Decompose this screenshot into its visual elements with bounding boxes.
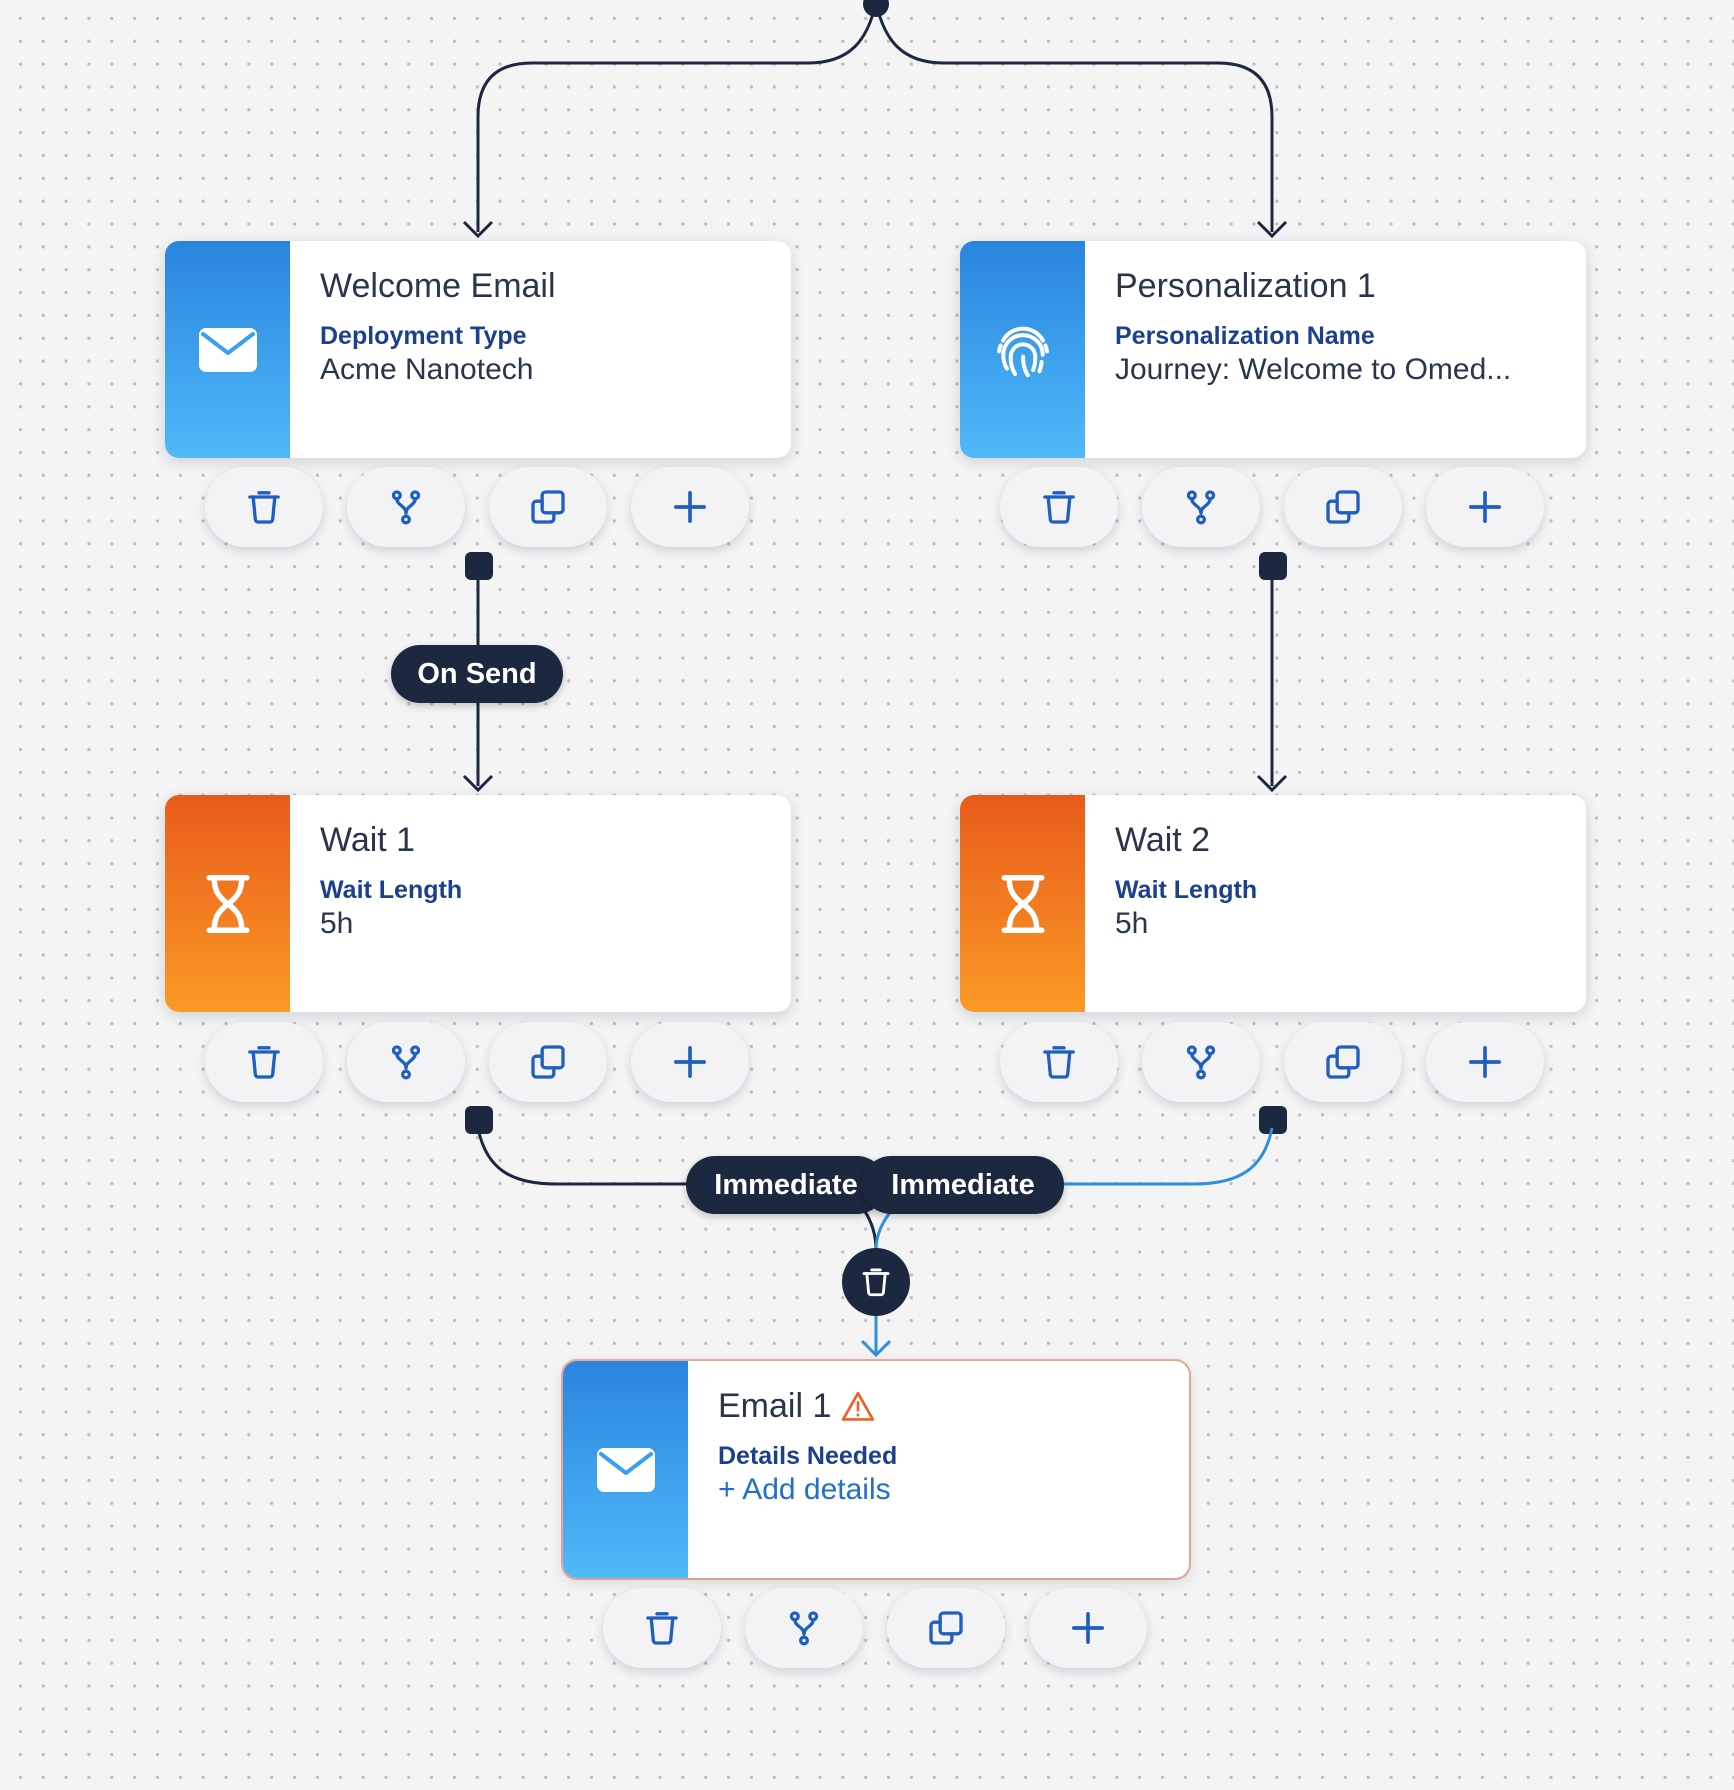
add-node-button[interactable]	[631, 1022, 749, 1102]
node-actions	[1000, 467, 1544, 547]
node-wait-1[interactable]: Wait 1 Wait Length 5h	[165, 795, 791, 1012]
delete-node-button[interactable]	[205, 467, 323, 547]
node-title: Wait 1	[320, 821, 416, 859]
delete-node-button[interactable]	[1000, 1022, 1118, 1102]
copy-icon	[929, 1611, 963, 1645]
copy-icon	[1326, 490, 1360, 524]
node-welcome-email[interactable]: Welcome Email Deployment Type Acme Nanot…	[165, 241, 791, 458]
node-type-strip	[960, 241, 1085, 458]
node-actions	[1000, 1022, 1544, 1102]
node-actions	[205, 467, 749, 547]
branch-icon	[789, 1611, 819, 1646]
node-field-label: Wait Length	[320, 876, 463, 904]
envelope-icon	[596, 1447, 655, 1492]
duplicate-node-button[interactable]	[1284, 467, 1402, 547]
node-field-label: Deployment Type	[320, 322, 527, 350]
plus-icon	[674, 1046, 706, 1078]
edge-label-immediate-left[interactable]: Immediate	[686, 1156, 886, 1214]
trash-icon	[1043, 1046, 1075, 1079]
plus-icon	[1469, 1046, 1501, 1078]
node-field-label: Personalization Name	[1115, 322, 1375, 350]
node-field-value: Acme Nanotech	[320, 353, 534, 386]
node-type-strip	[563, 1361, 688, 1578]
delete-node-button[interactable]	[1000, 467, 1118, 547]
plus-icon	[1072, 1612, 1104, 1644]
copy-icon	[531, 1045, 565, 1079]
node-title: Welcome Email	[320, 267, 556, 305]
duplicate-node-button[interactable]	[1284, 1022, 1402, 1102]
node-personalization-1[interactable]: Personalization 1 Personalization Name J…	[960, 241, 1586, 458]
branch-node-button[interactable]	[1142, 467, 1260, 547]
add-node-button[interactable]	[631, 467, 749, 547]
node-field-value: 5h	[320, 907, 354, 940]
trash-icon	[862, 1268, 890, 1297]
trash-icon	[248, 491, 280, 524]
plus-icon	[674, 491, 706, 523]
duplicate-node-button[interactable]	[489, 1022, 607, 1102]
delete-node-button[interactable]	[603, 1588, 721, 1668]
delete-connection-button[interactable]	[842, 1248, 910, 1316]
trash-icon	[646, 1612, 678, 1645]
node-field-value: 5h	[1115, 907, 1149, 940]
duplicate-node-button[interactable]	[489, 467, 607, 547]
duplicate-node-button[interactable]	[887, 1588, 1005, 1668]
add-node-button[interactable]	[1426, 1022, 1544, 1102]
add-details-link[interactable]: + Add details	[718, 1473, 891, 1506]
envelope-icon	[198, 327, 257, 372]
node-email-1[interactable]: Email 1 Details Needed + Add details	[563, 1361, 1189, 1578]
branch-node-button[interactable]	[347, 1022, 465, 1102]
node-title: Email 1	[718, 1387, 832, 1425]
hourglass-icon	[206, 874, 249, 933]
edge-label-on-send[interactable]: On Send	[391, 645, 563, 703]
node-field-label: Details Needed	[718, 1442, 898, 1470]
branch-icon	[1186, 490, 1216, 525]
node-title: Personalization 1	[1115, 267, 1376, 305]
node-actions	[603, 1588, 1147, 1668]
trash-icon	[1043, 491, 1075, 524]
branch-icon	[391, 1045, 421, 1080]
warning-icon	[842, 1391, 875, 1421]
branch-node-button[interactable]	[1142, 1022, 1260, 1102]
node-type-strip	[960, 795, 1085, 1012]
fingerprint-icon	[996, 326, 1049, 377]
trash-icon	[248, 1046, 280, 1079]
node-field-value: Journey: Welcome to Omed...	[1115, 353, 1512, 386]
copy-icon	[1326, 1045, 1360, 1079]
node-title: Wait 2	[1115, 821, 1211, 859]
branch-node-button[interactable]	[745, 1588, 863, 1668]
hourglass-icon	[1001, 874, 1044, 933]
edge-label-immediate-right[interactable]: Immediate	[862, 1156, 1064, 1214]
delete-node-button[interactable]	[205, 1022, 323, 1102]
node-actions	[205, 1022, 749, 1102]
plus-icon	[1469, 491, 1501, 523]
branch-icon	[1186, 1045, 1216, 1080]
add-node-button[interactable]	[1029, 1588, 1147, 1668]
add-node-button[interactable]	[1426, 467, 1544, 547]
branch-node-button[interactable]	[347, 467, 465, 547]
node-wait-2[interactable]: Wait 2 Wait Length 5h	[960, 795, 1586, 1012]
node-field-label: Wait Length	[1115, 876, 1258, 904]
node-type-strip	[165, 795, 290, 1012]
node-type-strip	[165, 241, 290, 458]
copy-icon	[531, 490, 565, 524]
branch-icon	[391, 490, 421, 525]
